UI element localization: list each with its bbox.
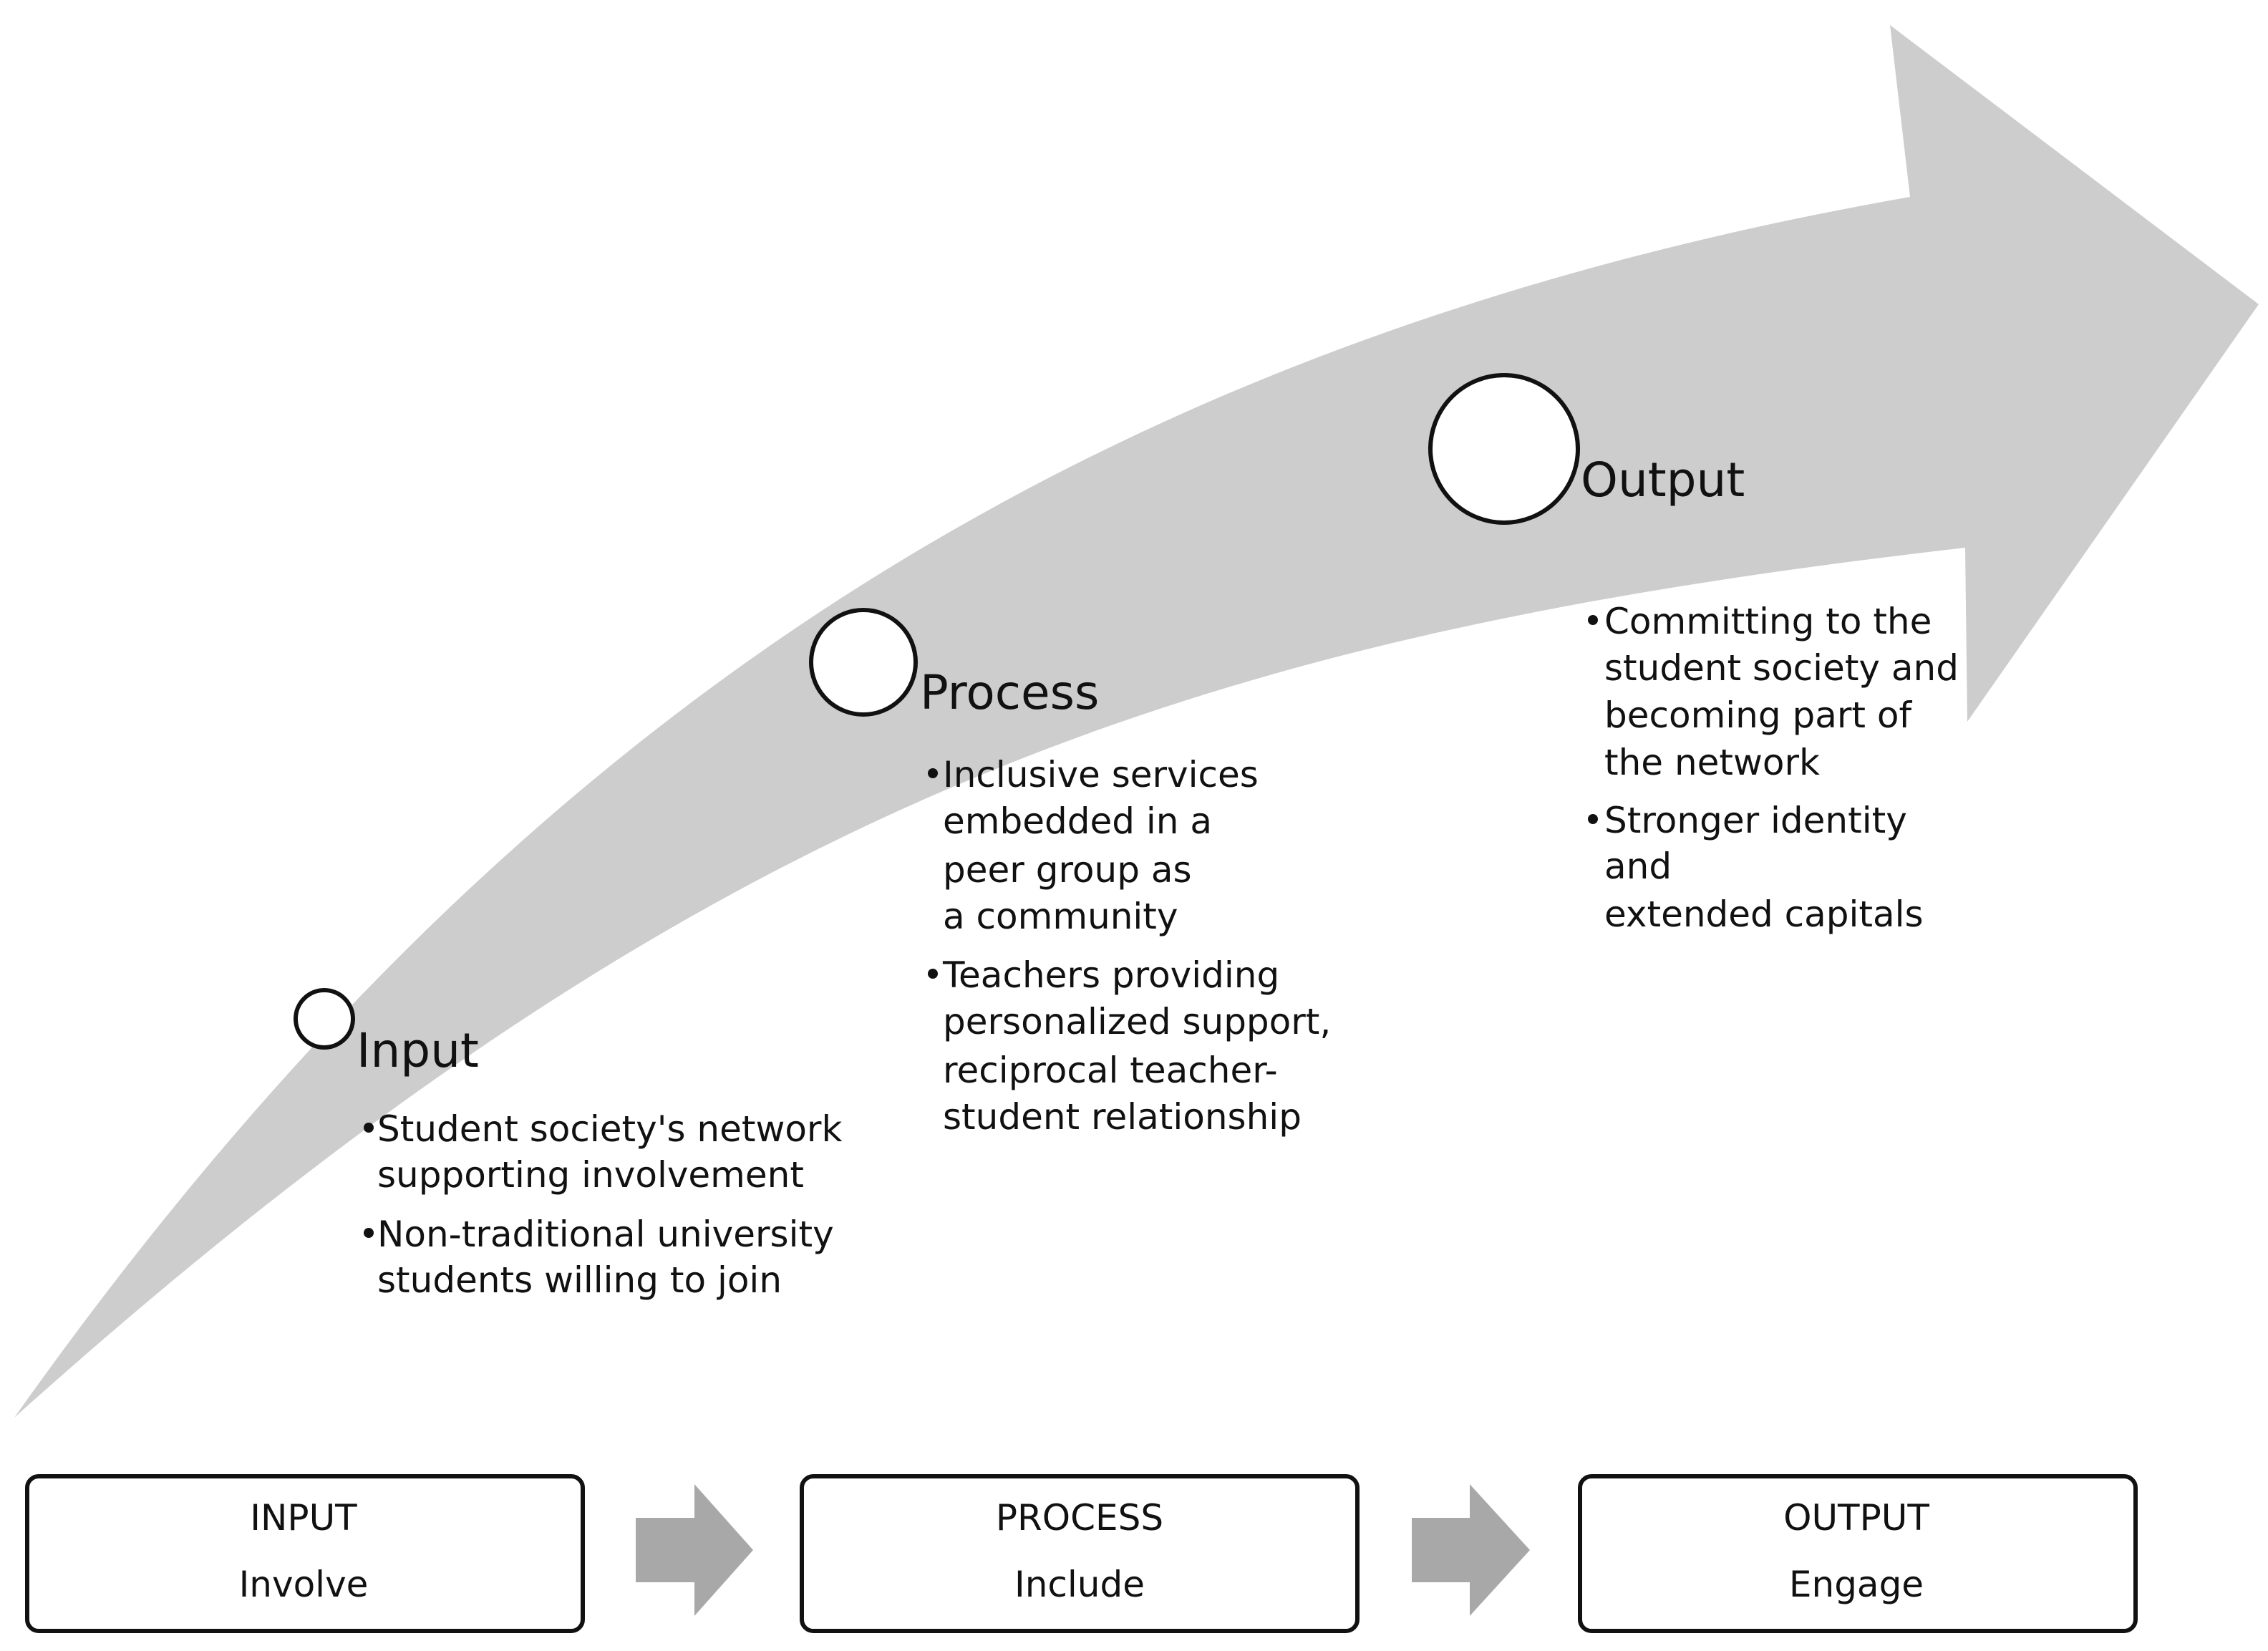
curved-arrow-shape: [14, 25, 2259, 1418]
output-bullet-1-line-4: the network: [1604, 742, 1820, 783]
output-bullet-1-line-1: Committing to the: [1604, 601, 1932, 642]
process-bullet-1-line-4: a community: [943, 896, 1178, 937]
input-circle-icon: [294, 988, 355, 1050]
input-bullet-2-line-1: Non-traditional university: [377, 1214, 834, 1255]
output-bullet-1-line-2: student society and: [1604, 647, 1959, 689]
process-stage-title: Process: [920, 665, 1099, 720]
bullet-dot-icon: [364, 1228, 374, 1238]
bullet-dot-icon: [1588, 814, 1598, 824]
process-bullet-1-line-1: Inclusive services: [943, 754, 1259, 795]
process-bullet-2-line-4: student relationship: [943, 1096, 1302, 1138]
output-bullet-2-line-2: and: [1604, 846, 1672, 887]
output-circle-icon: [1428, 373, 1580, 525]
right-arrow-icon: [636, 1484, 753, 1616]
bullet-dot-icon: [928, 768, 938, 778]
input-bullet-1-line-1: Student society's network: [377, 1108, 842, 1150]
process-summary-box: PROCESS Include: [800, 1474, 1360, 1633]
process-bullet-2-line-1: Teachers providing: [942, 954, 1279, 996]
bullet-dot-icon: [1588, 615, 1598, 625]
output-bullet-2-line-1: Stronger identity: [1604, 800, 1907, 841]
input-bullet-list: Student society's network supporting inv…: [364, 1108, 842, 1301]
output-stage-title: Output: [1581, 452, 1745, 508]
output-summary-box: OUTPUT Engage: [1578, 1474, 2138, 1633]
process-circle-icon: [809, 608, 918, 717]
output-box-heading: OUTPUT: [1783, 1497, 1929, 1539]
input-box-subheading: Involve: [239, 1564, 369, 1605]
input-summary-box: INPUT Involve: [25, 1474, 585, 1633]
output-box-subheading: Engage: [1789, 1564, 1924, 1605]
process-bullet-2-line-3: reciprocal teacher-: [943, 1050, 1278, 1091]
input-bullet-2-line-2: students willing to join: [377, 1259, 782, 1301]
process-bullet-list: Inclusive services embedded in a peer gr…: [928, 754, 1331, 1138]
output-bullet-list: Committing to the student society and be…: [1588, 601, 1959, 935]
output-bullet-1-line-3: becoming part of: [1604, 694, 1913, 736]
bullet-dot-icon: [928, 969, 938, 979]
input-bullet-1-line-2: supporting involvement: [377, 1154, 804, 1196]
process-bullet-1-line-2: embedded in a: [943, 800, 1212, 842]
process-bullet-2-line-2: personalized support,: [943, 1001, 1331, 1042]
process-box-heading: PROCESS: [996, 1497, 1163, 1539]
process-box-subheading: Include: [1014, 1564, 1145, 1605]
input-box-heading: INPUT: [250, 1497, 357, 1539]
input-stage-title: Input: [357, 1023, 479, 1078]
input-box-frame: [25, 1474, 585, 1633]
right-arrow-icon: [1412, 1484, 1530, 1616]
process-box-frame: [800, 1474, 1360, 1633]
process-bullet-1-line-3: peer group as: [943, 849, 1192, 891]
output-box-frame: [1578, 1474, 2138, 1633]
output-bullet-2-line-3: extended capitals: [1604, 894, 1924, 935]
bullet-dot-icon: [364, 1123, 374, 1133]
